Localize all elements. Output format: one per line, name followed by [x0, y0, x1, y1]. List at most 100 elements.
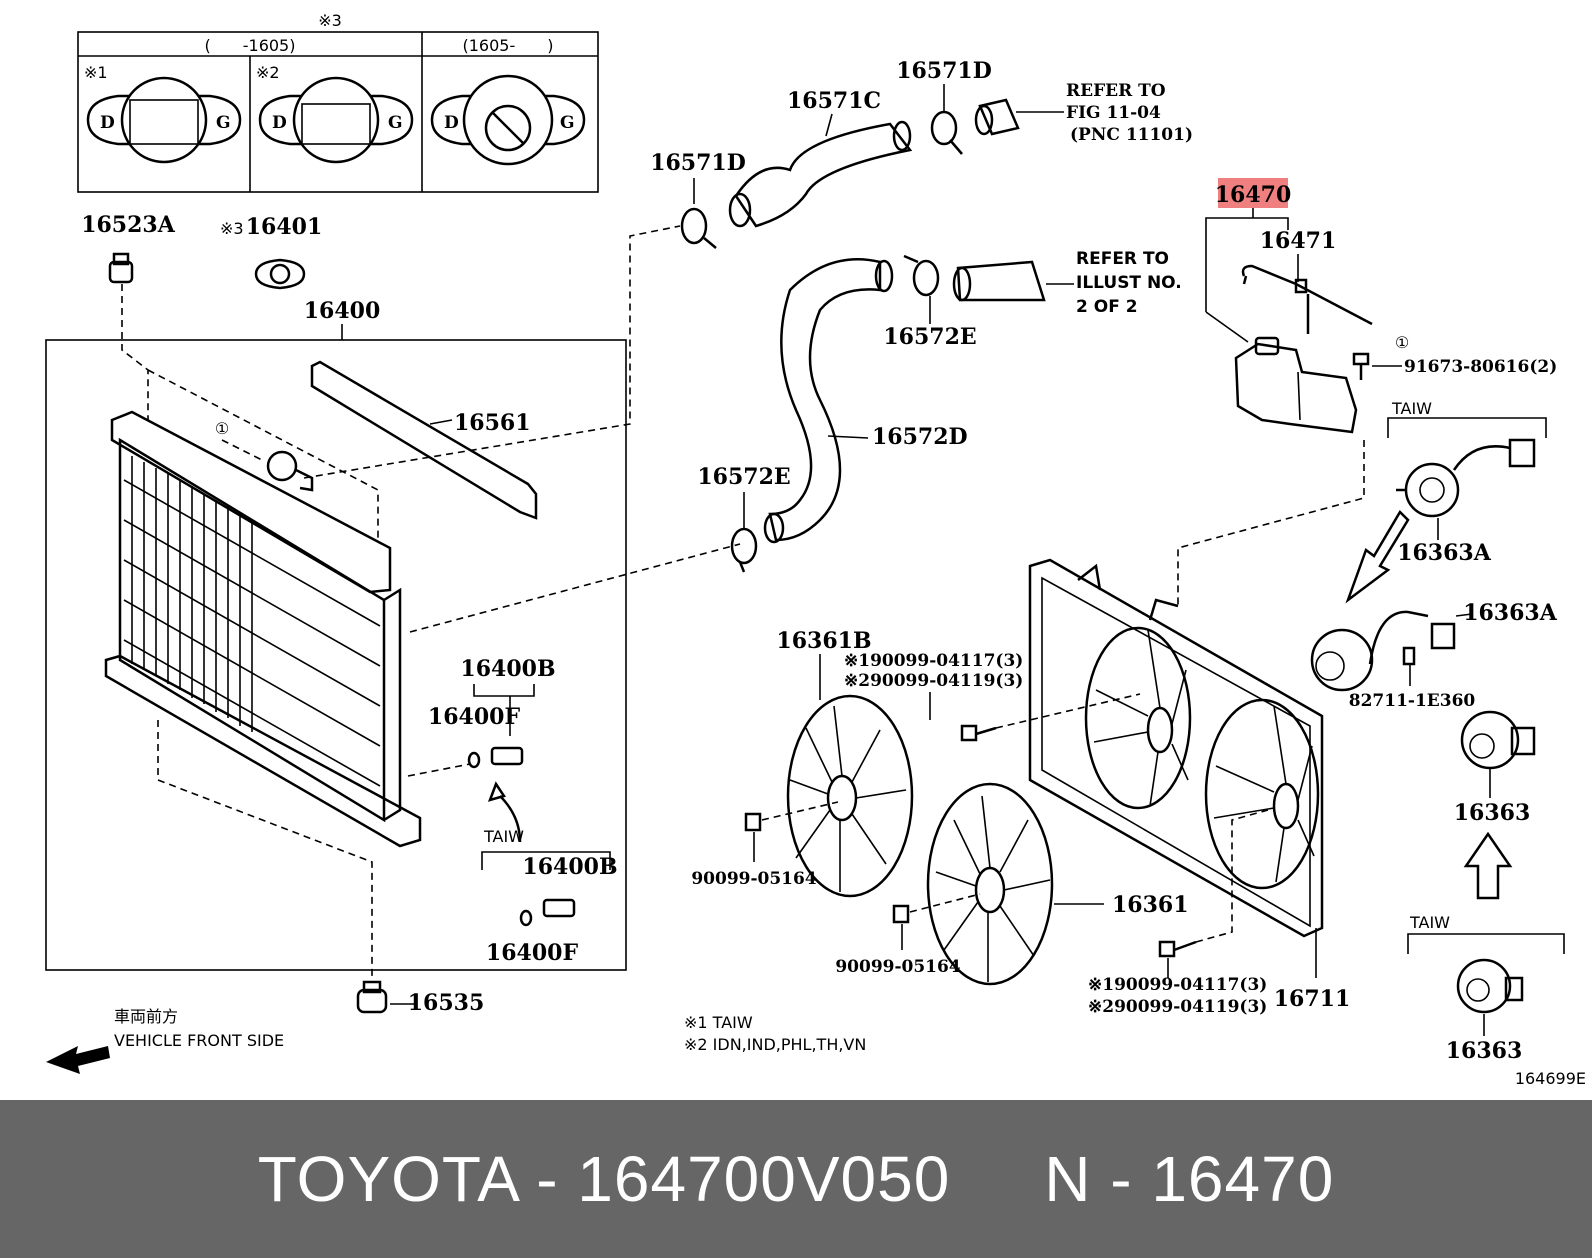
outlet-pipe-icon: [952, 260, 1046, 302]
drain-cock-icon: [519, 898, 576, 927]
mark3-16401-label: ※3: [220, 219, 244, 238]
part-16572E-left-label: 16572E: [697, 464, 790, 490]
fan-motor-icon: [1456, 958, 1524, 1014]
part-16401-label: 16401: [246, 214, 323, 240]
part-91673-label: 91673-80616(2): [1404, 357, 1557, 377]
radiator-cap-icon: D G: [430, 74, 586, 166]
svg-text:D: D: [272, 113, 287, 133]
part-16535-label: 16535: [408, 990, 485, 1016]
part-16571D-left-label: 16571D: [650, 150, 746, 176]
part-16363-1-label: 16363: [1454, 800, 1531, 826]
radiator-cap-icon: D G: [258, 76, 414, 164]
fan-motor-icon: [1396, 438, 1536, 518]
fan-blade-icon: [786, 694, 914, 898]
part-16361-label: 16361: [1112, 892, 1189, 918]
bolt1-1-label: ※190099-04117(3): [844, 651, 1023, 671]
hose-clamp-icon: [730, 527, 758, 573]
cap-variants-table: ※3 ( -1605) (1605- ) ※1 ※2 D G D G D: [77, 11, 599, 193]
part-16363A-1-label: 16363A: [1397, 540, 1492, 566]
footer-title: TOYOTA - 164700V050 N - 16470: [257, 1143, 1335, 1215]
part-16400-label: 16400: [304, 298, 381, 324]
range2-label: (1605- ): [463, 36, 554, 55]
bolt2-1-label: ※190099-04117(3): [1088, 975, 1267, 995]
taiw-label-1: TAIW: [483, 827, 524, 846]
bolt-icon: [1158, 940, 1197, 958]
part-16400B-2-label: 16400B: [522, 854, 617, 880]
drain-plug-icon: [108, 252, 134, 284]
part-16711-label: 16711: [1274, 986, 1351, 1012]
fan-blade-icon: [926, 782, 1054, 986]
figure-id-label: 164699E: [1515, 1069, 1586, 1088]
part-16571D-top-label: 16571D: [896, 58, 992, 84]
note-m2-label: ※2 IDN,IND,PHL,TH,VN: [684, 1035, 866, 1054]
hose-clamp-icon: [930, 110, 963, 155]
mark2-label: ※2: [256, 63, 280, 82]
bolt-icon: [960, 724, 997, 742]
part-16363A-2-label: 16363A: [1463, 600, 1558, 626]
hose-clamp-icon: [903, 254, 940, 297]
front-en-label: VEHICLE FRONT SIDE: [114, 1031, 284, 1050]
svg-text:D: D: [444, 113, 459, 133]
svg-text:D: D: [100, 113, 115, 133]
svg-text:G: G: [560, 113, 575, 133]
ref1-line1: REFER TO: [1066, 81, 1166, 101]
mark1-label: ※1: [84, 63, 108, 82]
part-90099-2-label: 90099-05164: [835, 957, 961, 977]
reservoir-tank-icon: [1234, 336, 1358, 434]
direction-arrow-icon: [1345, 509, 1410, 604]
part-16572E-top-label: 16572E: [883, 324, 976, 350]
taiw-label-2: TAIW: [1391, 399, 1432, 418]
bolt2-2-label: ※290099-04119(3): [1088, 997, 1267, 1017]
svg-text:G: G: [388, 113, 403, 133]
reservoir-hose-icon: [1241, 264, 1373, 334]
radiator-group-frame: [45, 339, 627, 971]
note-m1-label: ※1 TAIW: [684, 1013, 753, 1032]
lower-hose-icon: [763, 258, 894, 544]
fan-motor-icon: [1460, 710, 1536, 770]
range1-label: ( -1605): [205, 36, 296, 55]
nut-icon: [744, 812, 762, 832]
part-16561-label: 16561: [454, 410, 531, 436]
svg-text:G: G: [216, 113, 231, 133]
part-16400F-2-label: 16400F: [486, 940, 579, 966]
radiator-cap-icon: D G: [86, 76, 242, 164]
front-jp-label: 車両前方: [114, 1007, 178, 1026]
fan-motor-icon: [1310, 610, 1456, 692]
drain-cock-icon: [467, 746, 524, 769]
inlet-pipe-icon: [974, 98, 1020, 136]
ref2-line2: ILLUST NO.: [1076, 273, 1182, 293]
ref2-line3: 2 OF 2: [1076, 297, 1138, 317]
fan-shroud-icon: [1028, 558, 1324, 938]
part-16471-label: 16471: [1260, 228, 1337, 254]
part-16572D-label: 16572D: [872, 424, 968, 450]
parts-diagram: ※3 ( -1605) (1605- ) ※1 ※2 D G D G D: [45, 11, 1586, 1088]
bolt1-2-label: ※290099-04119(3): [844, 671, 1023, 691]
part-16571C-label: 16571C: [787, 88, 881, 114]
note3-label: ※3: [318, 11, 342, 30]
part-16470-highlight: [1218, 178, 1288, 208]
bolt-icon: [1352, 352, 1370, 380]
part-16523A-label: 16523A: [81, 212, 176, 238]
part-16400B-label: 16400B: [460, 656, 555, 682]
direction-arrow-up-icon: [1463, 831, 1513, 900]
taiw-label-3: TAIW: [1409, 913, 1450, 932]
part-82711-label: 82711-1E360: [1349, 691, 1476, 711]
mount-cushion-icon: [356, 980, 388, 1014]
ref2-line1: REFER TO: [1076, 249, 1169, 269]
circle1-right-label: ①: [1395, 333, 1409, 352]
nut-icon: [892, 904, 910, 924]
radiator-cap-small-icon: [254, 258, 306, 290]
part-16361B-label: 16361B: [776, 628, 871, 654]
part-16400F-label: 16400F: [428, 704, 521, 730]
hose-clamp-icon: [680, 207, 717, 249]
radiator-icon: [104, 410, 422, 848]
ref1-line3: (PNC 11101): [1070, 125, 1193, 145]
part-16470-label: 16470: [1215, 182, 1292, 208]
part-90099-1-label: 90099-05164: [691, 869, 817, 889]
ref1-line2: FIG 11-04: [1066, 103, 1161, 123]
seal-strip-icon: [310, 360, 538, 520]
front-arrow-icon: [46, 1046, 110, 1074]
circle1-left-label: ①: [215, 419, 229, 438]
upper-hose-icon: [728, 120, 913, 228]
part-16363-2-label: 16363: [1446, 1038, 1523, 1064]
